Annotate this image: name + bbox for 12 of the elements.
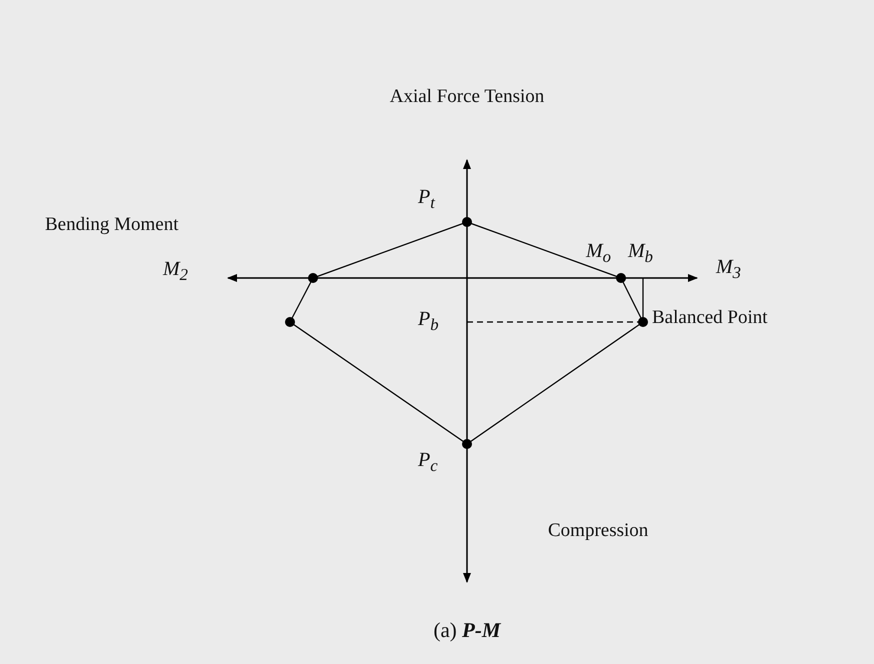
point-label: P$_{c}$ bbox=[418, 449, 438, 476]
point-label: P$_{b}$ bbox=[418, 308, 439, 335]
point-label: M$_{b}$ bbox=[628, 240, 653, 267]
axis-label: M$_{2}$ bbox=[163, 258, 188, 285]
axis-title: Axial Force Tension bbox=[390, 86, 544, 108]
point-label: P$_{t}$ bbox=[418, 186, 435, 213]
point-label: M$_{o}$ bbox=[586, 240, 611, 267]
axis-title: Bending Moment bbox=[45, 214, 179, 236]
axis-label: M$_{3}$ bbox=[716, 256, 741, 283]
figure-caption: (a) P-M bbox=[433, 618, 501, 643]
axis-title: Compression bbox=[548, 520, 648, 542]
point-label: Balanced Point bbox=[652, 307, 768, 329]
